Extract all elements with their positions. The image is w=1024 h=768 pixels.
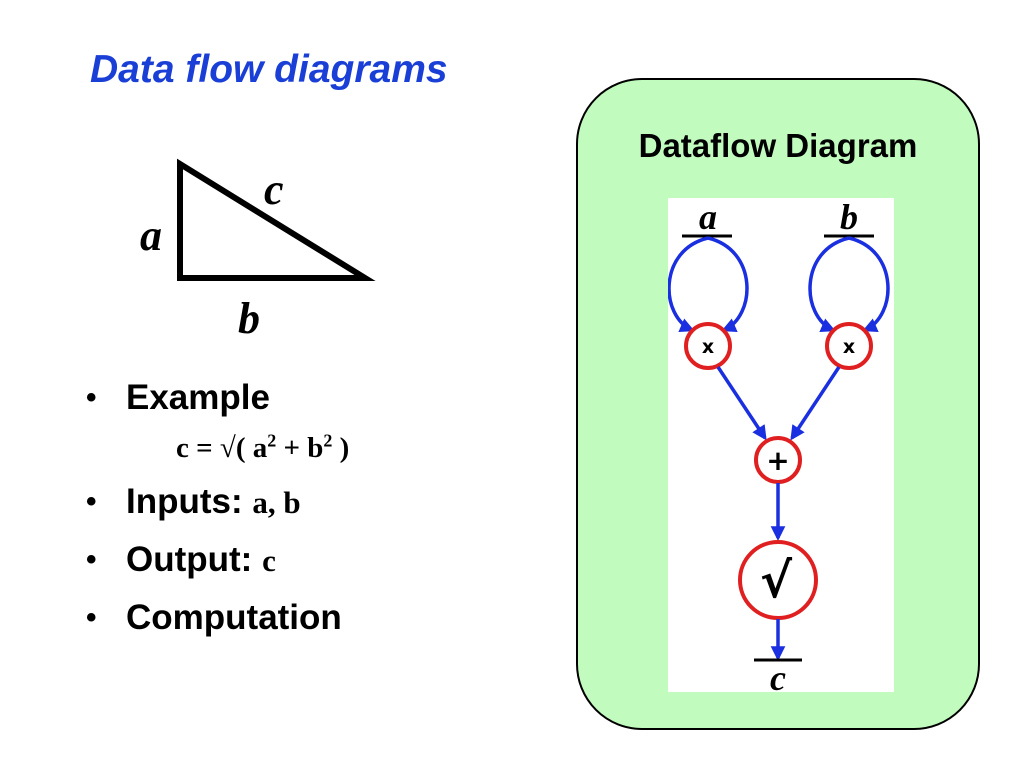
- formula-line: c = √( a2 + b2 ): [84, 428, 349, 468]
- bullet-marker: •: [86, 601, 97, 634]
- bullet-computation: • Computation: [84, 596, 349, 640]
- multiply-node-b-symbol: x: [843, 336, 855, 358]
- bullet-marker: •: [86, 485, 97, 518]
- formula-rhs: ): [332, 432, 350, 464]
- edge-a-to-mul-right: [707, 236, 749, 332]
- bullet-output: • Output: c: [84, 538, 349, 583]
- edge-a-to-mul-left: [668, 236, 709, 332]
- bullet-example: • Example: [84, 376, 349, 420]
- triangle-side-c-label: c: [264, 165, 284, 214]
- dataflow-diagram: a b x x + √: [668, 198, 894, 692]
- bullet-marker: •: [86, 381, 97, 414]
- sqrt-node-symbol: √: [760, 553, 793, 609]
- inputs-label: Inputs:: [126, 482, 243, 521]
- output-label: Output:: [126, 540, 253, 579]
- triangle-side-a-label: a: [140, 211, 162, 260]
- example-label: Example: [126, 378, 270, 417]
- formula-exponent-a: 2: [267, 430, 277, 451]
- formula-exponent-b: 2: [323, 430, 333, 451]
- bullet-marker: •: [86, 543, 97, 576]
- edge-mul-a-to-add: [716, 366, 767, 441]
- dataflow-panel: Dataflow Diagram a b x x: [576, 78, 980, 730]
- multiply-node-a: [684, 322, 732, 370]
- output-value: c: [262, 543, 276, 578]
- formula-lhs: c = √( a: [176, 432, 268, 464]
- input-a-label: a: [699, 198, 717, 237]
- edge-b-to-mul-left: [808, 236, 850, 332]
- multiply-node-b: [825, 322, 873, 370]
- bullet-inputs: • Inputs: a, b: [84, 480, 349, 525]
- right-triangle-shape: [177, 158, 376, 281]
- edge-b-to-mul-right: [848, 236, 890, 332]
- right-triangle-figure: c a b: [140, 158, 376, 343]
- add-node-symbol: +: [766, 444, 789, 477]
- edge-mul-b-to-add: [790, 366, 841, 441]
- input-b-label: b: [840, 198, 858, 237]
- multiply-node-a-symbol: x: [702, 336, 714, 358]
- add-node: [754, 436, 802, 484]
- page-title: Data flow diagrams: [90, 48, 448, 91]
- formula-mid: + b: [276, 432, 324, 464]
- triangle-side-b-label: b: [238, 294, 260, 343]
- output-c-label: c: [770, 658, 786, 692]
- computation-label: Computation: [126, 598, 342, 637]
- dataflow-panel-title: Dataflow Diagram: [638, 127, 918, 164]
- inputs-value: a, b: [252, 485, 301, 520]
- sqrt-node: [738, 540, 818, 620]
- bullet-list: • Example c = √( a2 + b2 ) • Inputs: a, …: [84, 376, 349, 640]
